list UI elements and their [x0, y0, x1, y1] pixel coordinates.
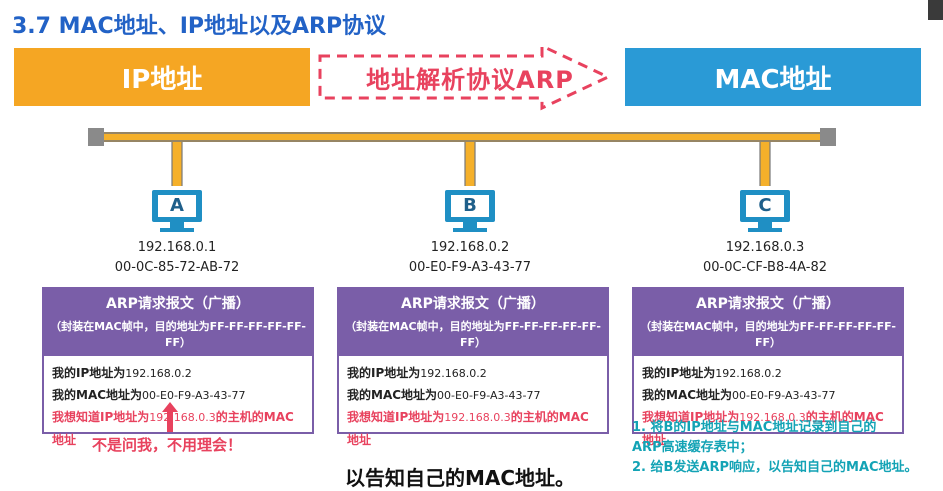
step-1: 1. 将B的IP地址与MAC地址记录到自己的	[632, 420, 877, 435]
packet-mac-value: 00-E0-F9-A3-43-77	[732, 389, 836, 402]
packet-query-prefix: 我想知道IP地址为	[52, 410, 150, 424]
packet-query-suffix: 的主机的MAC地址	[52, 410, 294, 447]
arp-packet-a: ARP请求报文（广播） （封装在MAC帧中，目的地址为FF-FF-FF-FF-F…	[42, 287, 314, 447]
packet-ip-label: 我的IP地址为	[642, 366, 716, 380]
packet-query-prefix: 我想知道IP地址为	[347, 410, 445, 424]
mac-address-bar: MAC地址	[625, 48, 921, 106]
packet-mac-value: 00-E0-F9-A3-43-77	[142, 389, 246, 402]
packet-ip-value: 192.168.0.2	[420, 367, 487, 380]
host-c-steps: 1. 将B的IP地址与MAC地址记录到自己的 ARP高速缓存表中； 2. 给B发…	[632, 418, 932, 478]
step-2: 2. 给B发送ARP响应，以告知自己的MAC地址。	[632, 460, 918, 475]
arp-arrow-icon	[318, 43, 612, 111]
ip-address-bar: IP地址	[14, 48, 310, 106]
drop-a	[171, 142, 183, 186]
corner-overlay	[928, 0, 943, 20]
host-c-ip: 192.168.0.3	[725, 240, 805, 255]
drop-b	[464, 142, 476, 186]
computer-b-icon	[445, 190, 495, 232]
network-diagram	[88, 128, 836, 232]
packet-query-ip: 192.168.0.3	[444, 411, 511, 424]
arp-packet-c: ARP请求报文（广播） （封装在MAC帧中，目的地址为FF-FF-FF-FF-F…	[632, 287, 904, 447]
packet-mac-label: 我的MAC地址为	[642, 388, 733, 402]
packet-title: ARP请求报文（广播）	[696, 296, 840, 312]
bus-terminator-left	[88, 128, 104, 146]
arrow-up-icon	[162, 402, 178, 432]
host-b-ip: 192.168.0.2	[430, 240, 510, 255]
host-a-ip: 192.168.0.1	[137, 240, 217, 255]
packet-mac-label: 我的MAC地址为	[347, 388, 438, 402]
packet-subtitle: （封装在MAC帧中，目的地址为FF-FF-FF-FF-FF-FF）	[640, 320, 896, 349]
computer-a-icon	[152, 190, 202, 232]
packet-query-prefix: 我想知道IP地址为	[642, 410, 740, 424]
host-c-mac: 00-0C-CF-B8-4A-82	[702, 260, 828, 275]
step-1-cont: ARP高速缓存表中；	[632, 440, 753, 455]
computer-c-icon	[740, 190, 790, 232]
bus-terminator-right	[820, 128, 836, 146]
packet-query-ip: 192.168.0.3	[739, 411, 806, 424]
packet-ip-label: 我的IP地址为	[52, 366, 126, 380]
packet-ip-value: 192.168.0.2	[715, 367, 782, 380]
packet-query-suffix: 的主机的MAC地址	[347, 410, 589, 447]
packet-ip-value: 192.168.0.2	[125, 367, 192, 380]
arp-label: 地址解析协议ARP	[366, 65, 574, 94]
host-c-letter: C	[758, 195, 772, 216]
bus-cable	[104, 132, 820, 142]
host-a-mac: 00-0C-85-72-AB-72	[114, 260, 240, 275]
video-subtitle: 以告知自己的MAC地址。	[345, 466, 576, 490]
page-title: 3.7 MAC地址、IP地址以及ARP协议	[12, 14, 387, 39]
packet-subtitle: （封装在MAC帧中，目的地址为FF-FF-FF-FF-FF-FF）	[345, 320, 601, 349]
host-b-mac: 00-E0-F9-A3-43-77	[408, 260, 532, 275]
arp-packet-b: ARP请求报文（广播） （封装在MAC帧中，目的地址为FF-FF-FF-FF-F…	[337, 287, 609, 447]
packet-query-ip: 192.168.0.3	[149, 411, 216, 424]
host-b-letter: B	[463, 195, 477, 216]
packet-query-suffix: 的主机的MAC地址	[642, 410, 884, 447]
host-a-letter: A	[170, 195, 184, 216]
host-a-annotation: 不是问我，不用理会！	[92, 436, 243, 454]
packet-mac-value: 00-E0-F9-A3-43-77	[437, 389, 541, 402]
packet-subtitle: （封装在MAC帧中，目的地址为FF-FF-FF-FF-FF-FF）	[50, 320, 306, 349]
packet-title: ARP请求报文（广播）	[106, 296, 250, 312]
drop-c	[759, 142, 771, 186]
packet-title: ARP请求报文（广播）	[401, 296, 545, 312]
packet-ip-label: 我的IP地址为	[347, 366, 421, 380]
packet-mac-label: 我的MAC地址为	[52, 388, 143, 402]
